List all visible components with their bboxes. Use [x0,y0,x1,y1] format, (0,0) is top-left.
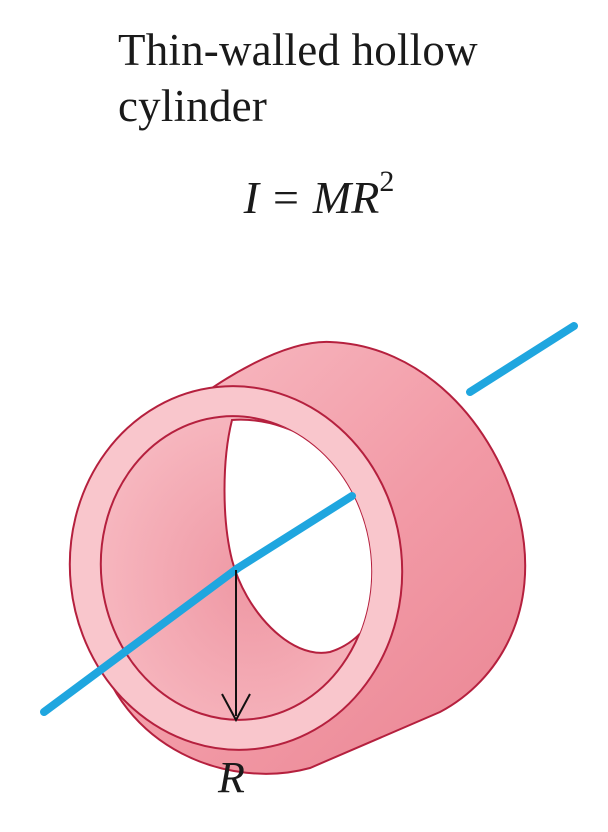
formula-equals: = [272,172,299,223]
title-line-2: cylinder [118,81,268,131]
rotation-axis-front [40,564,242,716]
rotation-axis-back [466,322,578,396]
rotation-axis-inner [234,492,356,572]
moment-of-inertia-formula: I = MR2 [0,167,608,226]
formula-rhs: MR [312,172,380,223]
formula-lhs: I [243,172,259,223]
title-line-1: Thin-walled hollow [118,25,478,75]
radius-label: R [218,753,245,802]
diagram-title: Thin-walled hollow cylinder [118,22,588,134]
radius-arrow-head [221,693,251,723]
formula-exponent: 2 [379,165,395,198]
